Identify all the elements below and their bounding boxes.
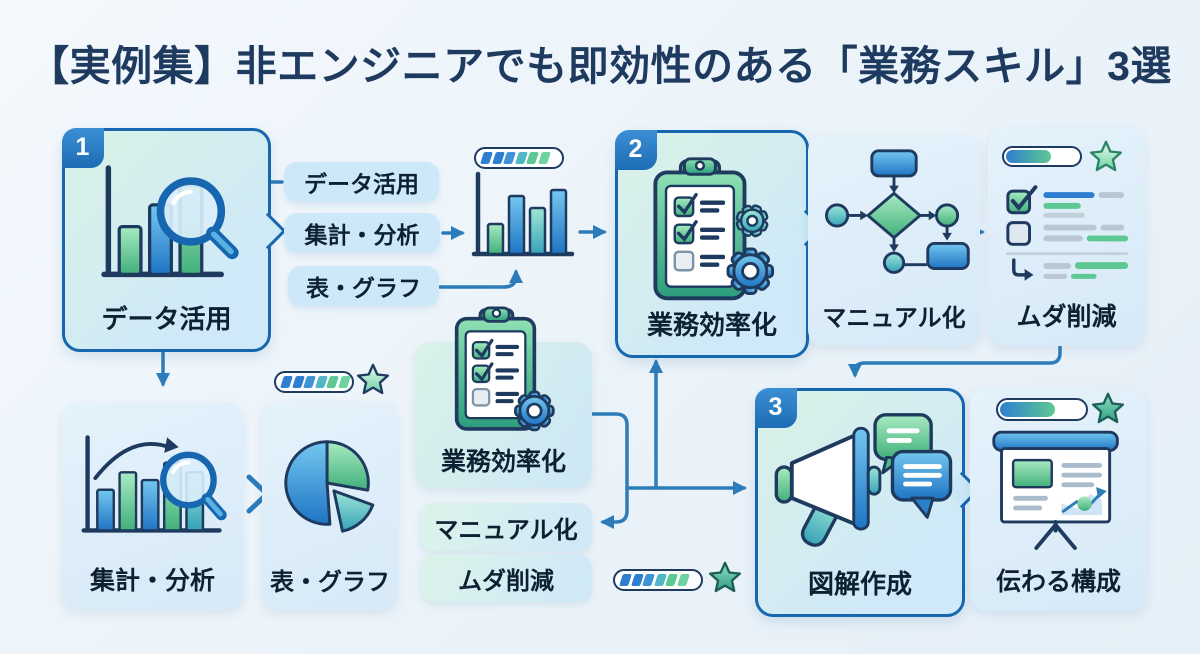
efficiency-center-label: 業務効率化 bbox=[440, 448, 566, 476]
megaphone-chat-icon bbox=[766, 409, 956, 564]
progress-gauge-icon bbox=[613, 569, 703, 591]
progress-gauge-icon bbox=[474, 147, 564, 169]
progress-gauge-icon bbox=[274, 371, 354, 393]
step3-card: 3 図解作成 bbox=[754, 387, 981, 617]
flowchart-icon bbox=[812, 145, 976, 290]
presentation-board-icon bbox=[988, 430, 1128, 559]
manualization-center-pill: マニュアル化 bbox=[420, 503, 592, 551]
star-icon bbox=[1089, 140, 1123, 177]
tag-tables-graphs: 表・グラフ bbox=[288, 266, 439, 306]
checklist-gears-icon bbox=[636, 151, 791, 316]
progress-gauge-icon bbox=[1002, 146, 1082, 167]
step1-label: データ活用 bbox=[101, 304, 232, 334]
waste-center-pill: ムダ削減 bbox=[420, 554, 592, 602]
star-icon bbox=[708, 561, 742, 598]
waste-reduction-label: ムダ削減 bbox=[1016, 303, 1117, 331]
step1-card: 1 データ活用 bbox=[61, 127, 287, 352]
manualization-label: マニュアル化 bbox=[822, 305, 966, 332]
step3-label: 図解作成 bbox=[807, 569, 912, 599]
pie-chart-icon bbox=[274, 426, 387, 544]
star-icon bbox=[1091, 392, 1125, 429]
step2-card: 2 bbox=[614, 129, 825, 358]
star-icon bbox=[356, 363, 390, 400]
arrow-waste-card3 bbox=[848, 345, 1062, 378]
checklist-report-icon bbox=[998, 183, 1136, 287]
tables-graphs-panel: 表・グラフ bbox=[262, 402, 398, 610]
step2-label: 業務効率化 bbox=[646, 310, 777, 340]
step2-number-badge: 2 bbox=[614, 129, 657, 170]
aggregation-label: 集計・分析 bbox=[89, 567, 215, 595]
structure-label: 伝わる構成 bbox=[995, 568, 1121, 596]
tag-aggregation-analysis: 集計・分析 bbox=[284, 213, 440, 253]
arrow-center-loop-manual bbox=[590, 412, 629, 529]
arrow-tag3-chart bbox=[438, 269, 523, 289]
aggregation-panel: 集計・分析 bbox=[62, 402, 243, 610]
trend-bars-magnifier-icon bbox=[74, 416, 234, 552]
tag-data-utilization: データ活用 bbox=[284, 162, 439, 202]
bar-chart-magnifier-icon bbox=[91, 157, 243, 298]
waste-reduction-panel: ムダ削減 bbox=[988, 127, 1145, 346]
manualization-panel: マニュアル化 bbox=[808, 135, 980, 346]
structure-panel: 伝わる構成 bbox=[970, 388, 1147, 611]
clipboard-gear-icon bbox=[444, 298, 566, 451]
tables-graphs-label: 表・グラフ bbox=[270, 569, 390, 596]
mini-bar-chart-icon bbox=[468, 170, 578, 267]
page-title: 【実例集】非エンジニアでも即効性のある「業務スキル」3選 bbox=[28, 43, 1172, 89]
step1-number-badge: 1 bbox=[61, 127, 104, 168]
step3-number-badge: 3 bbox=[754, 387, 797, 428]
progress-gauge-icon bbox=[996, 398, 1088, 421]
